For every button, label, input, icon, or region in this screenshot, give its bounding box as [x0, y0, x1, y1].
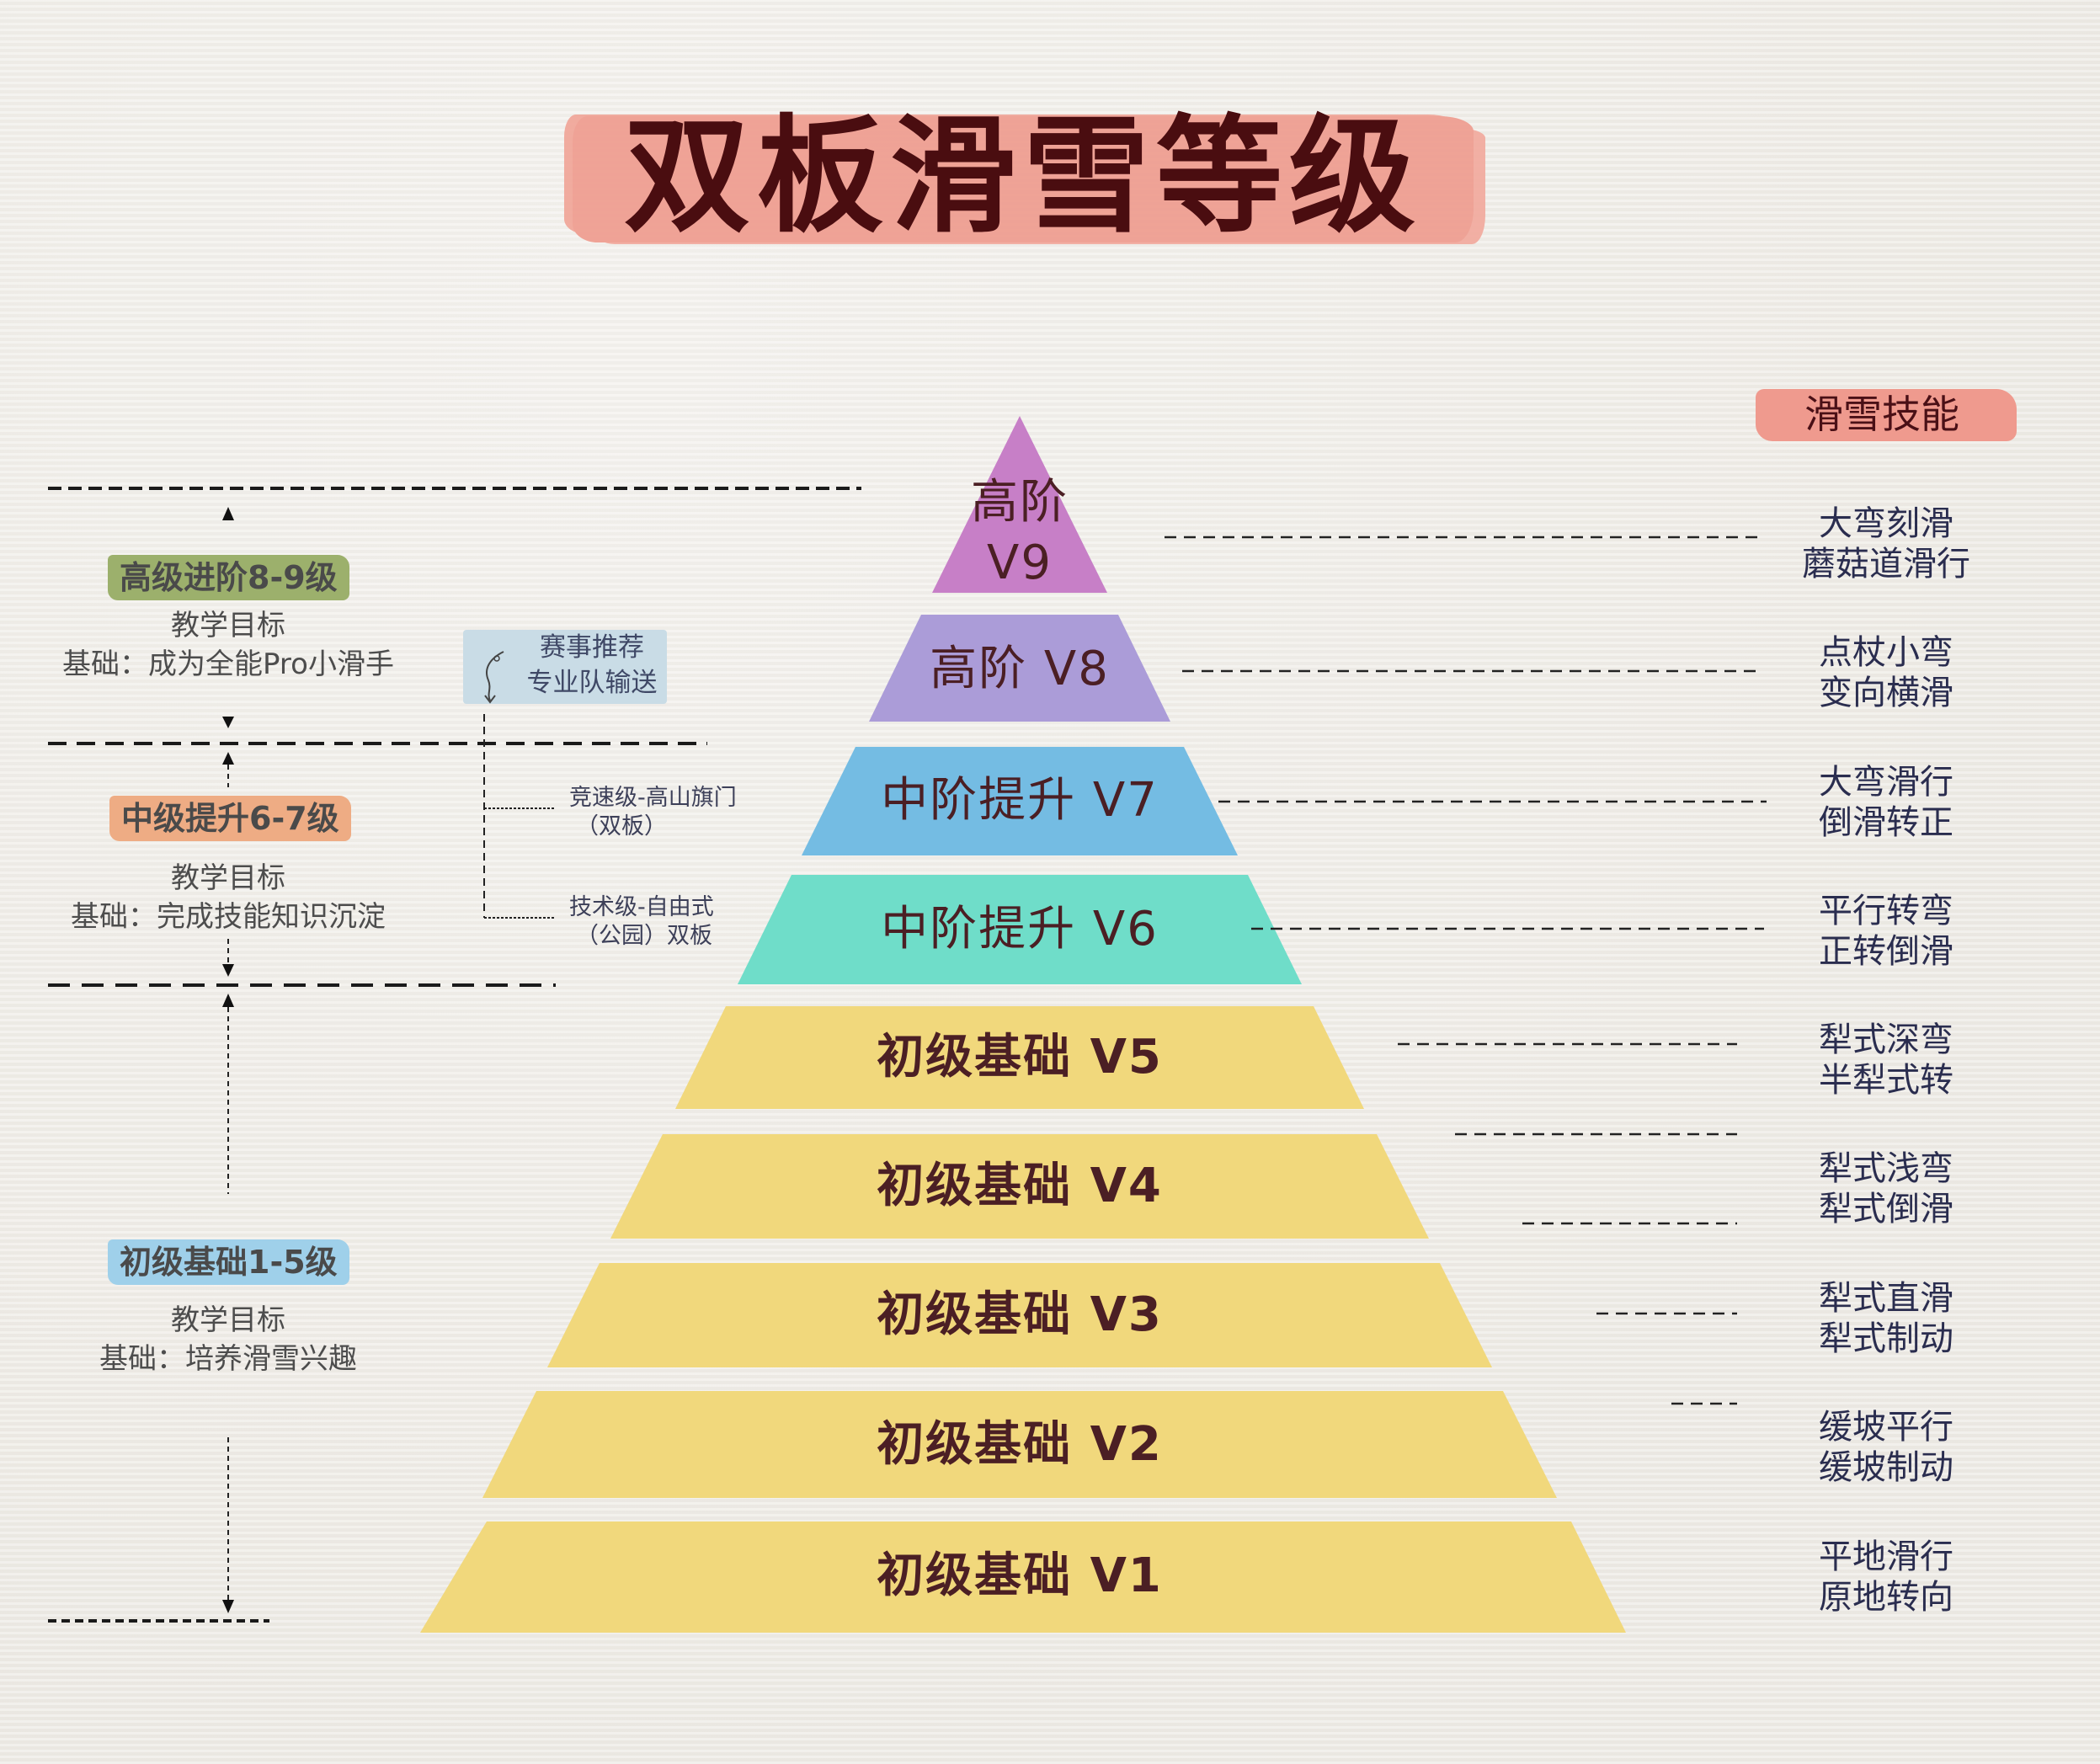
stage-goal-beginner: 教学目标 基础：培养滑雪兴趣	[0, 1301, 464, 1378]
pyramid-label-v1: 初级基础 V1	[877, 1548, 1163, 1603]
skill-v2: 缓坡平行 缓坡制动	[1777, 1407, 1996, 1488]
stage-label-beginner: 初级基础1-5级	[108, 1239, 349, 1285]
skill-v5-2: 半犁式转	[1819, 1061, 1953, 1100]
pyramid-layer-v7	[802, 747, 1238, 855]
stage-label-advanced: 高级进阶8-9级	[108, 555, 349, 600]
skill-v4-2: 犁式倒滑	[1819, 1190, 1953, 1228]
competition-badge-text: 赛事推荐 专业队输送	[512, 630, 672, 701]
title-brush-highlight	[573, 116, 1474, 242]
pyramid-label-v4: 初级基础 V4	[877, 1159, 1163, 1213]
stage-goal-text-advanced: 基础：成为全能Pro小滑手	[62, 648, 394, 681]
skills-header: 滑雪技能	[1804, 392, 1959, 437]
skill-v8-1: 点杖小弯	[1819, 633, 1953, 672]
skill-v1-1: 平地滑行	[1819, 1538, 1953, 1576]
skill-v7-2: 倒滑转正	[1819, 803, 1953, 842]
competition-path-racing: 竞速级-高山旗门 （双板）	[569, 784, 737, 841]
stage-goal-title-beginner: 教学目标	[171, 1303, 285, 1337]
skill-v1: 平地滑行 原地转向	[1777, 1537, 1996, 1617]
skill-v6-2: 正转倒滑	[1819, 932, 1953, 971]
skill-v9-1: 大弯刻滑	[1819, 504, 1953, 543]
competition-badge-line1: 赛事推荐	[540, 632, 644, 663]
pyramid-label-v8: 高阶 V8	[930, 642, 1110, 696]
stage-goal-advanced: 教学目标 基础：成为全能Pro小滑手	[0, 606, 464, 684]
skill-v6-1: 平行转弯	[1819, 892, 1953, 930]
pyramid-layer-v2	[482, 1391, 1557, 1498]
pyramid-layer-v5	[675, 1006, 1364, 1109]
competition-path-freestyle-line2: （公园）双板	[576, 923, 712, 949]
skill-v7: 大弯滑行 倒滑转正	[1777, 762, 1996, 843]
skills-header-highlight	[1756, 389, 2017, 441]
stage-label-intermediate: 中级提升6-7级	[109, 796, 351, 841]
skill-v8: 点杖小弯 变向横滑	[1777, 632, 1996, 713]
competition-path-freestyle-line1: 技术级-自由式	[569, 894, 714, 920]
pyramid-label-v9-line1: 高阶	[971, 475, 1069, 530]
skill-v9: 大弯刻滑 蘑菇道滑行	[1777, 504, 1996, 584]
competition-path-racing-line2: （双板）	[576, 813, 667, 839]
skill-v6: 平行转弯 正转倒滑	[1777, 891, 1996, 972]
skill-v9-2: 蘑菇道滑行	[1802, 545, 1970, 584]
pyramid-label-v5: 初级基础 V5	[877, 1030, 1163, 1085]
pyramid-label-v3: 初级基础 V3	[877, 1287, 1163, 1342]
skill-v4: 犁式浅弯 犁式倒滑	[1777, 1148, 1996, 1229]
pyramid-label-v2: 初级基础 V2	[877, 1417, 1163, 1472]
skill-v3-1: 犁式直滑	[1819, 1279, 1953, 1318]
stage-arrows	[222, 507, 234, 1613]
stage-goal-title-intermediate: 教学目标	[171, 861, 285, 895]
pyramid-layer-v1	[420, 1522, 1626, 1633]
skill-v1-2: 原地转向	[1819, 1578, 1953, 1617]
competition-path-racing-line1: 竞速级-高山旗门	[569, 785, 737, 811]
page-title: 双板滑雪等级	[623, 104, 1422, 250]
competition-badge-line2: 专业队输送	[526, 668, 658, 698]
pyramid-label-v6: 中阶提升 V6	[881, 902, 1159, 957]
skill-v7-1: 大弯滑行	[1819, 763, 1953, 802]
stage-goal-text-intermediate: 基础：完成技能知识沉淀	[71, 900, 386, 934]
skill-v8-2: 变向横滑	[1819, 674, 1953, 712]
skill-v5: 犁式深弯 半犁式转	[1777, 1020, 1996, 1101]
stage-goal-text-beginner: 基础：培养滑雪兴趣	[99, 1342, 357, 1376]
skill-v2-2: 缓坡制动	[1819, 1448, 1953, 1487]
skill-v3-2: 犁式制动	[1819, 1319, 1953, 1358]
pyramid-layer-v4	[610, 1134, 1429, 1239]
competition-badge	[463, 630, 667, 704]
skill-v4-1: 犁式浅弯	[1819, 1149, 1953, 1188]
curved-arrow-icon	[484, 651, 504, 704]
pyramid-layer-v9	[932, 416, 1107, 593]
pyramid-layer-v6	[738, 875, 1302, 984]
stage-dividers	[48, 487, 861, 1623]
competition-bracket	[483, 714, 556, 919]
pyramid-label-v9-line2: V9	[987, 536, 1053, 590]
competition-path-freestyle: 技术级-自由式 （公园）双板	[569, 893, 714, 951]
skill-v5-1: 犁式深弯	[1819, 1021, 1953, 1059]
pyramid-layer-v8	[869, 615, 1170, 722]
pyramid-label-v7: 中阶提升 V7	[881, 773, 1159, 828]
skill-v3: 犁式直滑 犁式制动	[1777, 1278, 1996, 1359]
skill-connector-lines	[1165, 536, 1767, 1405]
pyramid-layer-v3	[547, 1263, 1492, 1367]
stage-goal-title-advanced: 教学目标	[171, 609, 285, 642]
stage-goal-intermediate: 教学目标 基础：完成技能知识沉淀	[0, 859, 464, 936]
skill-v2-1: 缓坡平行	[1819, 1408, 1953, 1447]
